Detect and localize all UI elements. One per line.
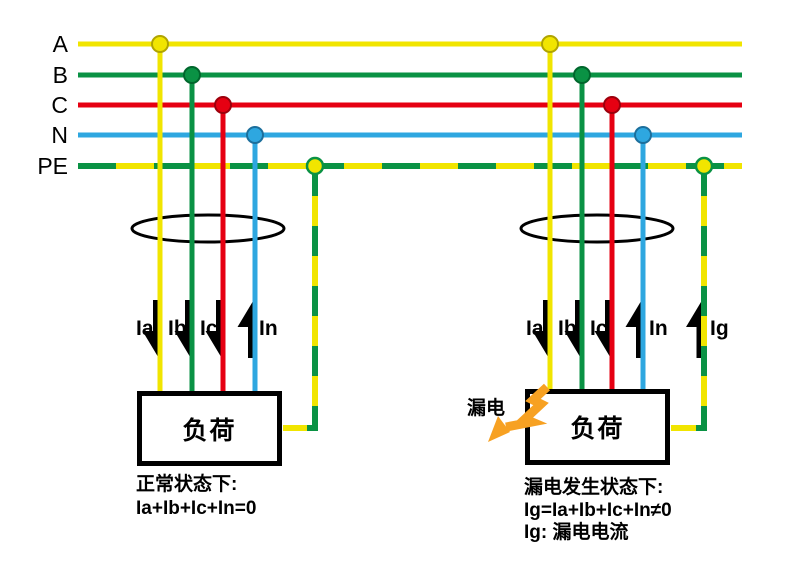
current-label-ib-right: Ib [558,317,577,340]
load-label-right: 负荷 [570,415,625,443]
junction-dot [541,35,559,53]
junction-dot [214,96,232,114]
bus-label-n: N [51,122,68,148]
caption-right-line1: 漏电发生状态下: [524,477,664,498]
current-label-ic-left: Ic [200,317,218,340]
current-label-ia-left: Ia [136,317,154,340]
caption-left-line2: Ia+Ib+Ic+In=0 [136,498,257,519]
junction-dot [246,126,264,144]
junction-dot [634,126,652,144]
caption-right: 漏电发生状态下: Ig=Ia+Ib+Ic+In≠0 Ig: 漏电电流 [524,477,672,545]
bus-label-a: A [52,31,68,57]
current-label-ib-left: Ib [168,317,187,340]
bus-label-b: B [52,62,68,88]
current-arrow-down-ib-left [174,300,190,356]
junction-dot [603,96,621,114]
current-label-ic-right: Ic [590,317,608,340]
caption-right-line2: Ig=Ia+Ib+Ic+In≠0 [524,499,672,521]
junction-dot [305,156,325,176]
ct-coil-left-icon [130,213,286,244]
current-arrow-down-ib-right [564,300,580,356]
current-label-in-right: In [649,317,668,340]
caption-left: 正常状态下: Ia+Ib+Ic+In=0 [136,473,256,521]
current-arrow-down-ia-left [142,300,158,356]
current-label-ia-right: Ia [526,317,544,340]
bus-label-c: C [51,92,68,118]
ct-coil-right-icon [519,213,675,244]
current-arrow-down-ic-left [205,300,221,356]
load-box-left [137,391,282,466]
junction-dot [151,35,169,53]
current-arrow-up-in-left [237,302,253,358]
bus-label-pe: PE [37,153,68,179]
leakage-label: 漏电 [467,398,506,419]
junction-dot [183,66,201,84]
current-label-ig-right: Ig [710,317,729,340]
left-pe-drop-wire-dashes [283,166,318,431]
junction-dot [694,156,714,176]
caption-right-line3: Ig: 漏电电流 [524,522,629,543]
right-pe-drop-wire [671,166,707,431]
leakage-lightning-icon [488,383,551,442]
current-arrow-down-ia-right [532,300,548,356]
current-label-in-left: In [259,317,278,340]
load-label-left: 负荷 [182,416,237,445]
current-arrow-up-ig-right [686,302,701,358]
current-arrow-up-in-right [625,302,641,358]
current-arrow-down-ic-right [594,300,610,356]
right-pe-drop-wire-dashes [671,166,707,431]
caption-left-line1: 正常状态下: [136,474,238,495]
left-pe-drop-wire [283,166,318,431]
junction-dot [573,66,591,84]
